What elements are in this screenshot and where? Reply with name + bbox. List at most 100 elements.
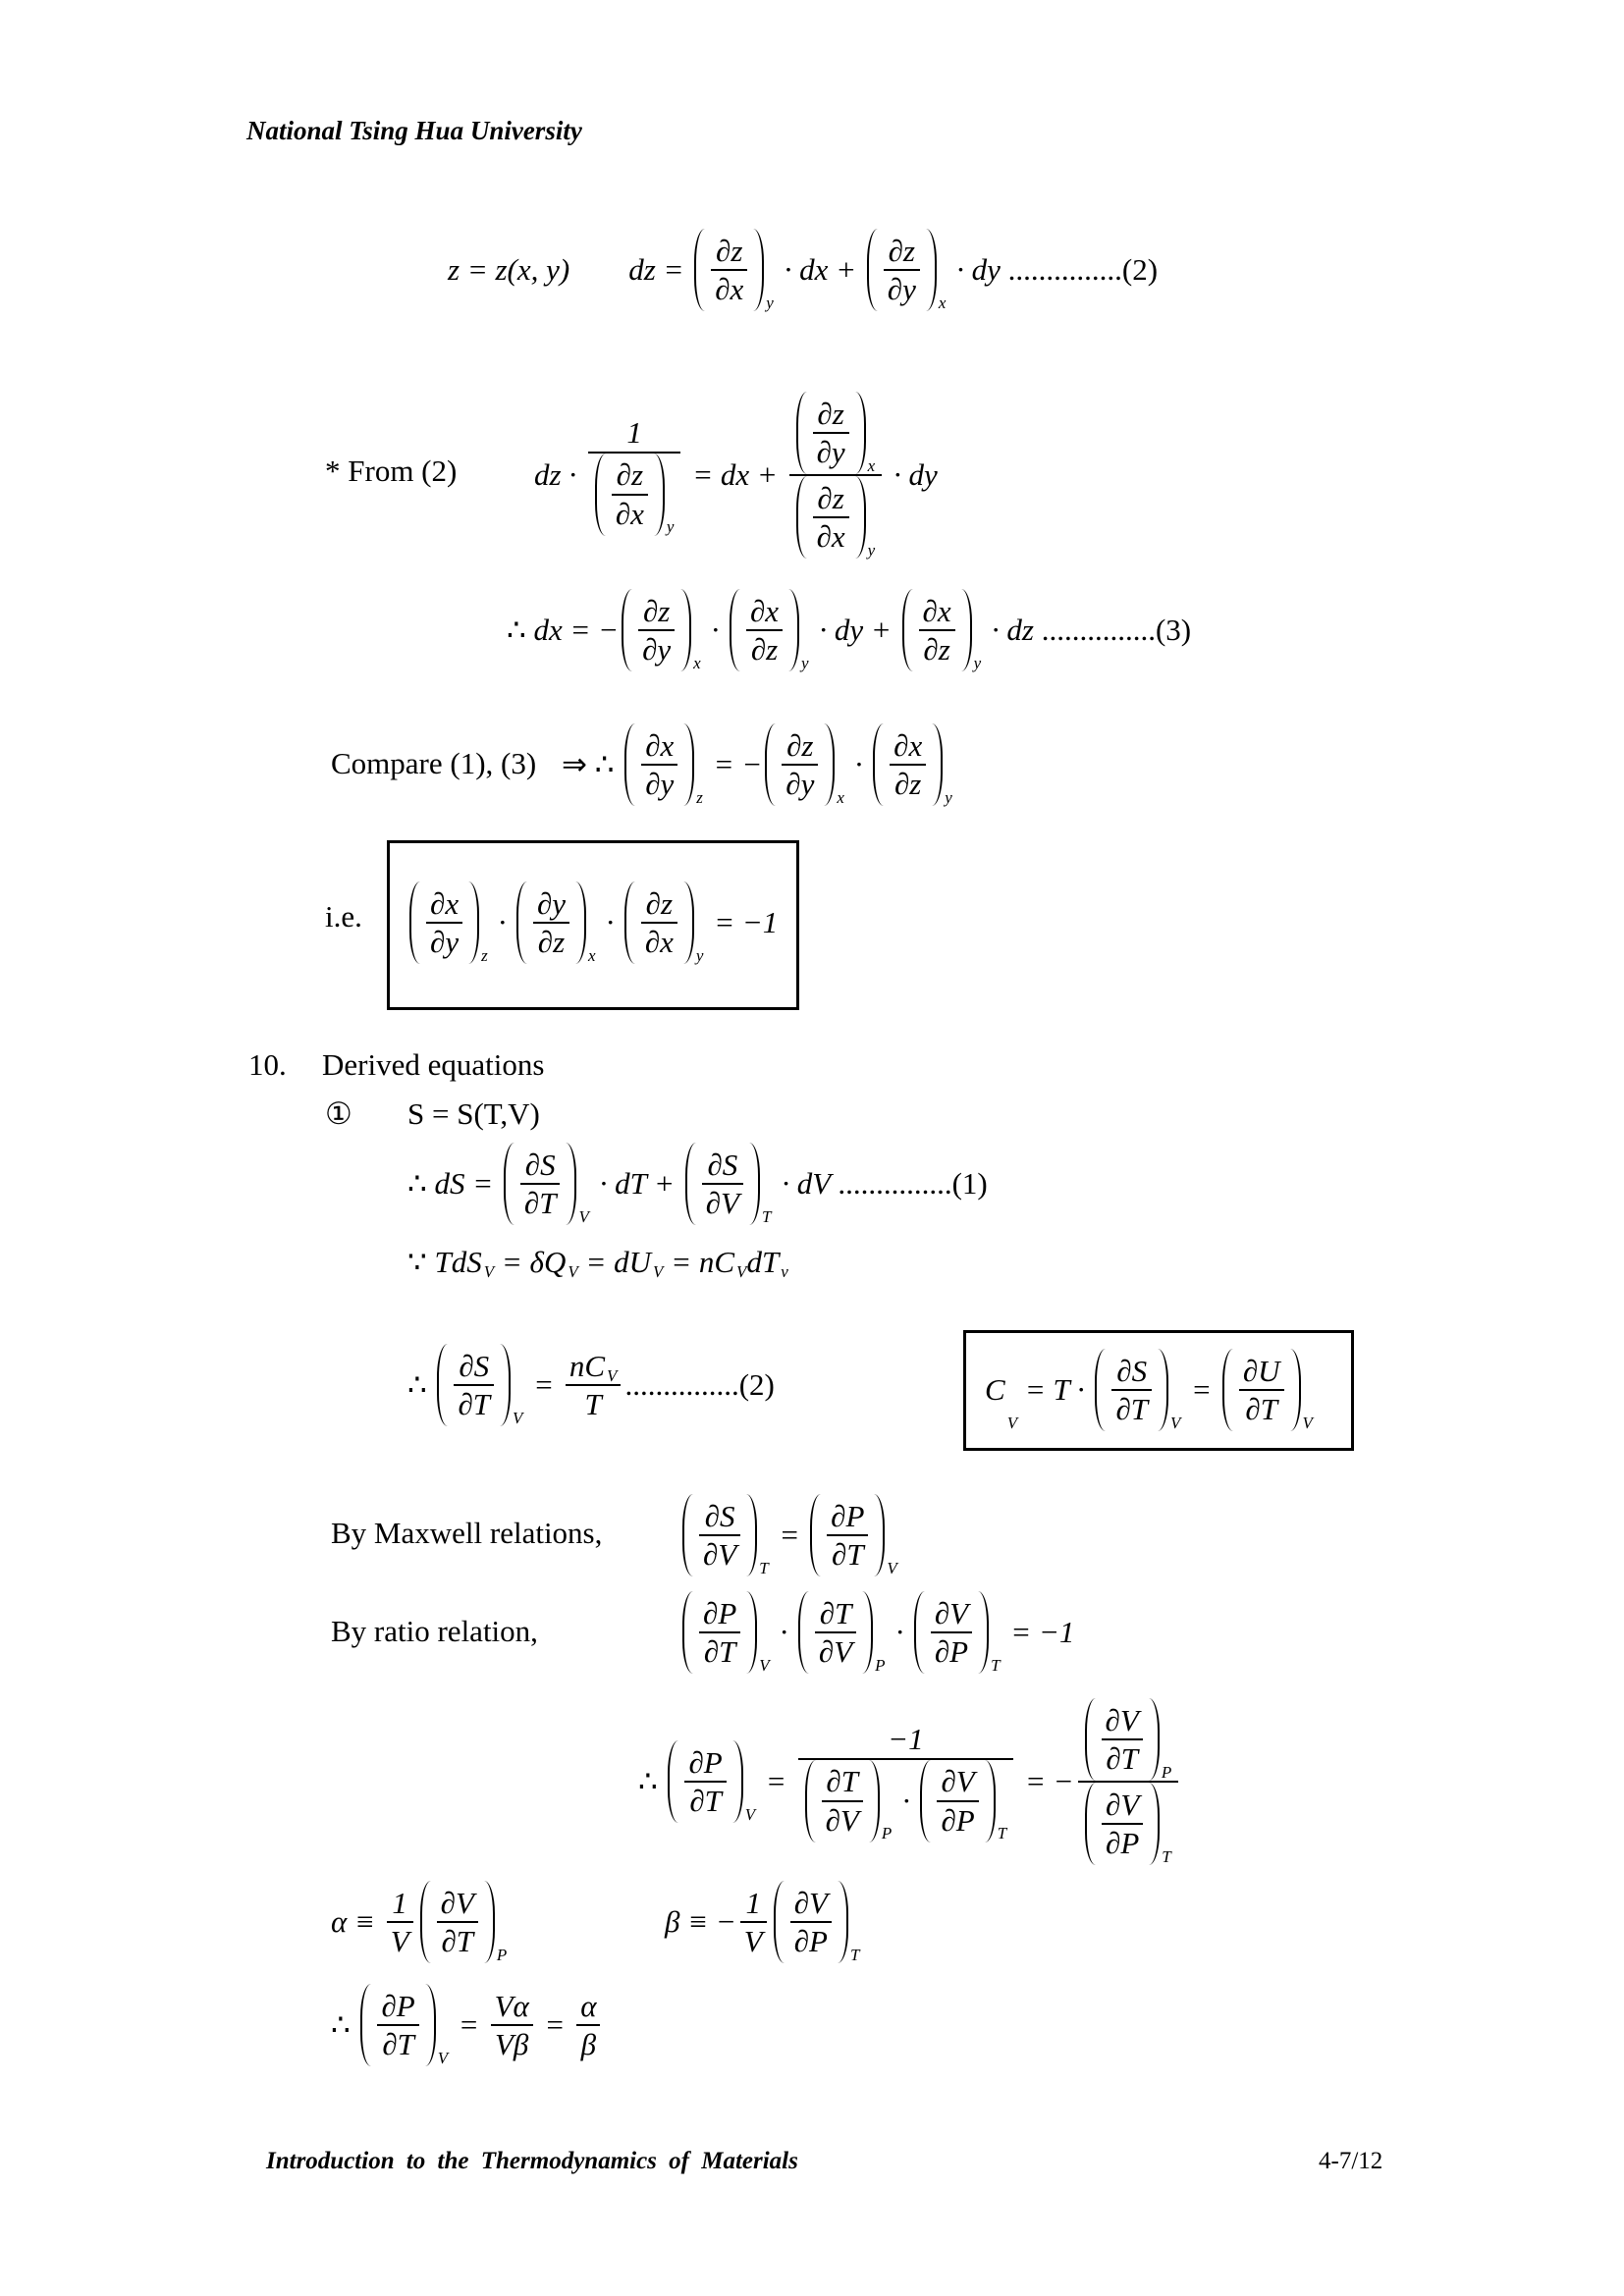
math-text: · dy [948,252,1008,287]
right-paren [746,1494,758,1576]
right-paren [1158,1349,1168,1431]
right-paren [961,589,972,671]
denominator: ∂y [884,271,920,307]
right-paren [1149,1783,1161,1865]
left-paren [913,1591,925,1674]
denominator: V [740,1923,767,1959]
math-text: α [580,1988,597,2023]
right-paren [1290,1349,1301,1431]
numerator: ∂S [521,1147,560,1183]
fraction: ∂U∂T [1238,1353,1284,1427]
math-text: ∂V [934,1595,969,1630]
numerator: ∂z [813,480,847,516]
item-equation: S = S(T,V) [407,1096,540,1131]
fraction-bar [638,629,676,631]
fraction: ∂V∂T [1101,1702,1143,1777]
left-paren [795,392,807,474]
math-symbol: ...............(2) [624,1367,775,1402]
denominator: ∂P [790,1923,832,1959]
fraction-bar [937,1799,979,1802]
left-paren [1095,1349,1106,1431]
fraction-bar [930,1631,973,1633]
numerator: ∂P [684,1744,726,1781]
fraction-bar [1102,1823,1144,1825]
numerator: ∂V [1102,1787,1143,1823]
numerator: ∂z [783,727,817,764]
math-text: = dx + [684,457,785,492]
subscript: T [997,1824,1007,1843]
denominator: ∂y [782,766,818,802]
math-text: α ≡ [331,1904,383,1939]
numerator: ∂S [701,1498,739,1534]
numerator: ∂z [642,885,677,922]
math-text: ∂z [537,925,566,959]
math-text: dS = [434,1166,501,1201]
math-text: ∂V [703,1537,737,1572]
math-text: ∂z [923,632,950,667]
subscript: y [801,654,809,672]
numerator: ∂S [703,1147,741,1183]
denominator: ∂T [520,1185,561,1221]
fraction-bar [821,1799,863,1802]
fraction-bar [699,1534,741,1536]
math-text: V [390,1924,409,1958]
numerator: ∂V [931,1595,972,1631]
math-text: · [888,1615,911,1649]
denominator: ∂y [638,631,675,667]
math-text: ∂x [749,593,780,628]
math-text: ∂P [793,1924,828,1958]
left-paren [1085,1783,1096,1865]
math-text: ∂x [430,885,460,921]
denominator: ∂y [641,766,677,802]
fraction-bar [788,474,883,476]
math-text: ∂P [703,1595,737,1630]
left-paren [773,1881,785,1963]
left-paren [623,881,635,964]
fraction: ∂x∂z [918,593,955,667]
denominator: T [581,1386,606,1422]
math-text: ∂T [703,1634,736,1669]
fraction-bar [611,493,648,496]
fraction-bar [1077,1781,1179,1783]
fraction: ∂z∂x [611,456,648,532]
right-paren [468,881,480,964]
fraction-bar [1111,1389,1152,1391]
right-paren [683,723,695,806]
left-paren [1084,1698,1096,1781]
subscript: V [887,1559,897,1577]
left-paren [409,881,420,964]
denominator: ∂P [1102,1825,1143,1861]
math-text: ∂U [1242,1353,1280,1388]
numerator: 1 [623,414,646,451]
fraction-bar [454,1384,495,1386]
numerator: ∂z [885,233,919,269]
denominator: ∂x [612,496,648,532]
numerator: 1 [742,1885,766,1921]
subscript: x [938,294,947,312]
numerator: ∂P [827,1498,868,1534]
math-text: ∂z [893,767,922,801]
left-paren [920,1759,931,1842]
math-text: ∂P [831,1498,865,1533]
cv-box [963,1330,1354,1451]
fraction: ∂S∂T [1111,1353,1152,1427]
fraction-bar [519,1183,561,1185]
fraction-bar [377,2024,419,2026]
subscript: x [588,946,596,965]
right-paren [749,1143,760,1225]
